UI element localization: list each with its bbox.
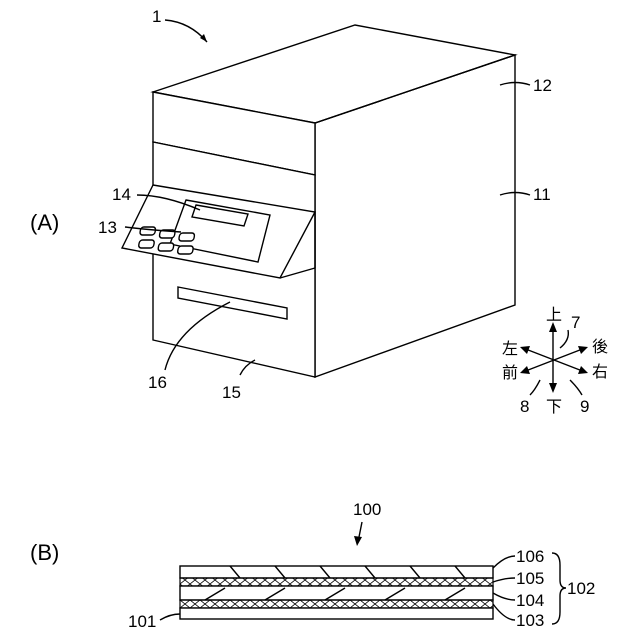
leader-103 bbox=[493, 604, 515, 620]
direction-indicator: 上 下 左 右 前 後 7 8 9 bbox=[502, 305, 608, 416]
ref-102: 102 bbox=[567, 579, 595, 598]
dir-back: 後 bbox=[592, 337, 608, 356]
layer-105 bbox=[180, 578, 493, 586]
leader-104 bbox=[493, 593, 515, 600]
ref-100: 100 bbox=[353, 500, 381, 519]
dir-right: 右 bbox=[592, 362, 608, 381]
leader-105 bbox=[493, 578, 515, 582]
ref-14: 14 bbox=[112, 185, 131, 204]
leader-100-arrowhead bbox=[354, 536, 362, 546]
layer-103 bbox=[180, 600, 493, 608]
arrow-back-icon bbox=[578, 346, 588, 354]
ref-103: 103 bbox=[516, 611, 544, 630]
arrow-front-icon bbox=[520, 366, 530, 374]
ref-106: 106 bbox=[516, 547, 544, 566]
ref-13: 13 bbox=[98, 218, 117, 237]
ref-7: 7 bbox=[571, 313, 580, 332]
ref-8: 8 bbox=[520, 397, 529, 416]
button-6 bbox=[177, 246, 193, 254]
dir-front: 前 bbox=[502, 363, 518, 382]
leader-101 bbox=[160, 614, 180, 620]
dir-left: 左 bbox=[502, 339, 518, 358]
panel-a-label: (A) bbox=[30, 210, 59, 235]
ref-11: 11 bbox=[533, 185, 551, 204]
leader-106 bbox=[493, 556, 515, 568]
panel-b-label: (B) bbox=[30, 540, 59, 565]
arrow-down-icon bbox=[549, 383, 557, 393]
ref-104: 104 bbox=[516, 591, 544, 610]
leader-1 bbox=[165, 20, 207, 42]
device bbox=[122, 25, 515, 377]
leader-9 bbox=[570, 380, 582, 395]
ref-105: 105 bbox=[516, 569, 544, 588]
dir-up: 上 bbox=[546, 305, 562, 324]
layer-106 bbox=[180, 566, 493, 578]
ref-12: 12 bbox=[533, 76, 552, 95]
dir-down: 下 bbox=[546, 397, 562, 416]
ref-9: 9 bbox=[580, 397, 589, 416]
leader-7 bbox=[560, 330, 568, 348]
ref-101: 101 bbox=[128, 612, 156, 631]
button-5 bbox=[158, 243, 174, 251]
ref-1: 1 bbox=[152, 7, 161, 26]
button-4 bbox=[138, 240, 154, 248]
arrow-left-icon bbox=[520, 346, 530, 354]
ref-15: 15 bbox=[222, 383, 241, 402]
ref-16: 16 bbox=[148, 373, 167, 392]
arrow-right-icon bbox=[578, 366, 588, 374]
layered-sheet bbox=[180, 566, 493, 619]
layer-101 bbox=[180, 608, 493, 619]
button-3 bbox=[179, 233, 195, 241]
brace-102 bbox=[552, 553, 566, 624]
leader-8 bbox=[530, 380, 540, 395]
